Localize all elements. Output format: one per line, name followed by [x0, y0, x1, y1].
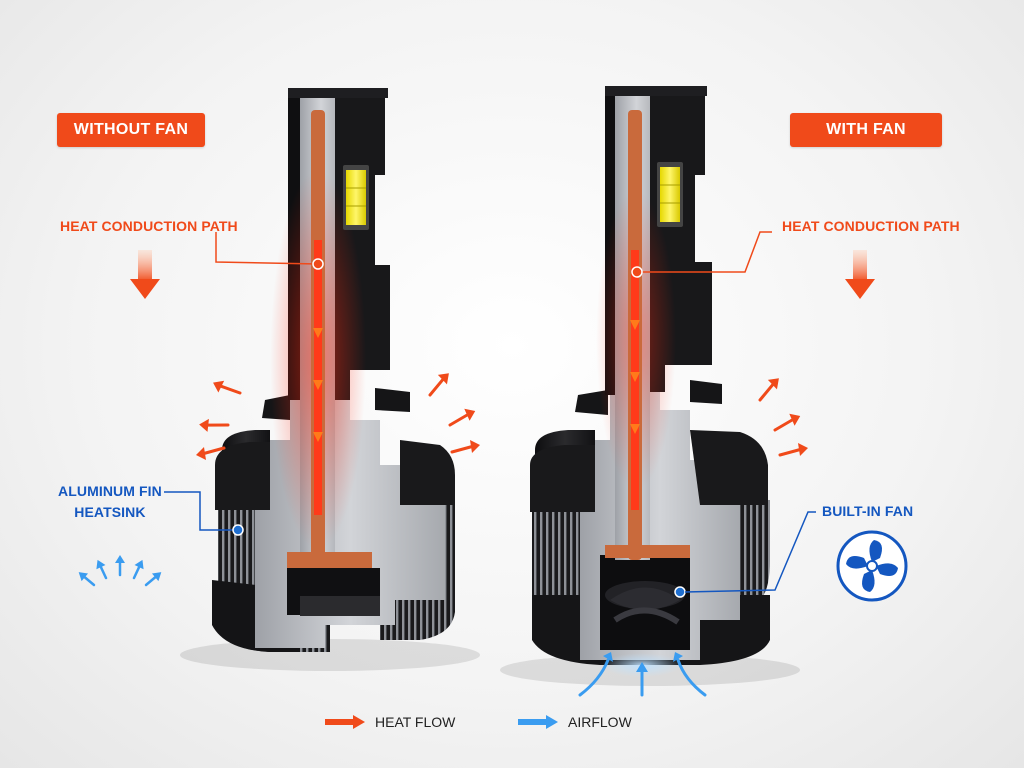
- heat-conduction-label-right: HEAT CONDUCTION PATH: [782, 218, 960, 234]
- down-arrow-icon: [845, 250, 875, 299]
- without-fan-badge: WITHOUT FAN: [57, 113, 205, 147]
- heat-flow-legend-icon: [325, 715, 365, 729]
- heatsink-label-line1: ALUMINUM FIN: [58, 483, 162, 499]
- aluminum-fin-heatsink-label: ALUMINUM FIN HEATSINK: [58, 481, 162, 523]
- down-arrow-icon: [130, 250, 160, 299]
- legend-heat-flow-label: HEAT FLOW: [375, 714, 456, 730]
- legend-heat-flow: HEAT FLOW: [325, 710, 455, 734]
- built-in-fan-label: BUILT-IN FAN: [822, 503, 914, 519]
- bulb-without-fan: [212, 88, 455, 652]
- heatsink-label-line2: HEATSINK: [74, 504, 146, 520]
- leader-lines: [164, 231, 816, 593]
- airflow-legend-icon: [518, 715, 558, 729]
- fan-icon: [836, 530, 908, 602]
- legend-airflow-label: AIRFLOW: [568, 714, 632, 730]
- bulb-with-fan: [530, 86, 770, 677]
- with-fan-badge: WITH FAN: [790, 113, 942, 147]
- airflow-arrow-icon: [578, 652, 707, 697]
- airflow-arrow-icon: [74, 553, 166, 591]
- legend-airflow: AIRFLOW: [518, 710, 632, 734]
- heat-conduction-label-left: HEAT CONDUCTION PATH: [60, 218, 238, 234]
